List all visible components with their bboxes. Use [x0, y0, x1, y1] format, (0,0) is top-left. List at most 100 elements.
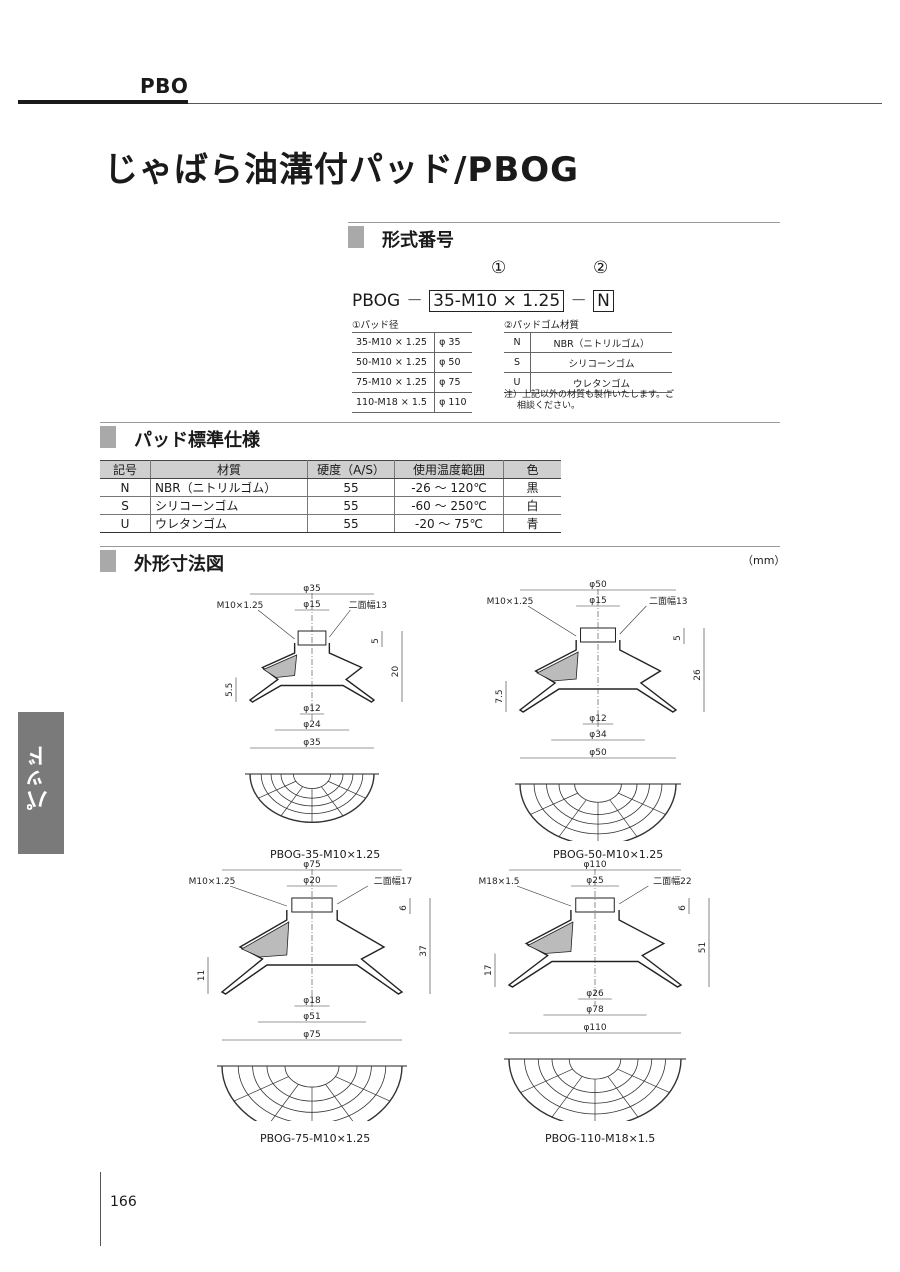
note-line: 相談ください。: [517, 401, 581, 411]
marker-2: ②: [593, 258, 609, 278]
dim-inner-diameter: φ12: [589, 714, 606, 724]
spec-table: 記号 材質 硬度（A/S） 使用温度範囲 色 N NBR（ニトリルゴム） 55 …: [100, 460, 561, 533]
drawing-caption: PBOG-35-M10×1.25: [270, 848, 381, 861]
pad-section-hatch: [240, 921, 290, 958]
dim-mid-diameter: φ51: [303, 1012, 320, 1022]
size-code: 110-M18 × 1.5: [352, 392, 436, 413]
model-dash: －: [570, 291, 588, 311]
cell-code: S: [100, 496, 151, 515]
material-value: ウレタンゴム: [530, 372, 672, 393]
material-value: シリコーンゴム: [530, 352, 672, 373]
thread-label: M18×1.5: [478, 877, 519, 887]
pad-section-hatch: [536, 651, 579, 682]
thread-label: M10×1.25: [189, 877, 236, 887]
section-rule: [100, 422, 780, 423]
pad-outline: [312, 643, 376, 703]
section-marker: [100, 550, 116, 572]
bottom-view-rib: [617, 1068, 670, 1093]
dim-mid-diameter: φ24: [303, 720, 321, 730]
dim-total-height: 37: [419, 945, 429, 956]
page-number: 166: [110, 1194, 137, 1210]
pad-outline: [595, 910, 683, 988]
hex-leader: [329, 609, 351, 638]
size-value: φ 110: [434, 392, 472, 413]
thread-label: M10×1.25: [217, 601, 264, 611]
bottom-view-rib: [327, 780, 366, 799]
model-dash: －: [406, 291, 424, 311]
series-label: PBO: [140, 74, 189, 98]
bottom-view-ring: [237, 1065, 387, 1121]
dim-mid-diameter: φ34: [589, 730, 607, 740]
hex-leader: [618, 885, 649, 905]
bottom-view-ring: [508, 1058, 682, 1121]
dim-bottom-diameter: φ35: [303, 738, 320, 748]
drawing-caption: PBOG-50-M10×1.25: [553, 848, 664, 861]
dim-hex-diameter: φ25: [586, 876, 603, 886]
bottom-view-ring: [221, 1065, 403, 1121]
bottom-view-ring: [519, 783, 677, 841]
section-marker: [100, 426, 116, 448]
dim-outer-diameter: φ110: [583, 860, 606, 870]
dim-mid-diameter: φ78: [586, 1005, 604, 1015]
dim-bottom-diameter: φ50: [589, 748, 607, 758]
section-marker: [348, 226, 364, 248]
size-code: 50-M10 × 1.25: [352, 352, 436, 373]
model-section-heading: 形式番号: [382, 230, 454, 251]
dim-top-height: 6: [678, 905, 688, 911]
hex-width-label: 二面幅13: [649, 595, 687, 607]
material-code: N: [504, 332, 531, 353]
cell-color: 黒: [503, 478, 561, 497]
cell-code: N: [100, 478, 151, 497]
unit-label: （mm）: [742, 554, 786, 567]
hex-leader: [619, 605, 647, 635]
model-code: PBOG－35-M10 × 1.25－N: [352, 286, 614, 312]
bottom-view-rib: [335, 1076, 391, 1102]
model-material-box: N: [593, 290, 614, 312]
col-header: 硬度（A/S）: [307, 460, 395, 479]
hex-width-label: 二面幅17: [374, 875, 412, 887]
hex-leader: [337, 885, 368, 905]
dim-section-heading: 外形寸法図: [134, 554, 224, 575]
bottom-view-rib: [551, 1076, 583, 1118]
dim-top-height: 5: [673, 635, 683, 641]
table-row: S シリコーンゴム 55 -60 ～ 250℃ 白: [100, 496, 561, 515]
material-value: NBR（ニトリルゴム）: [530, 332, 672, 353]
size-value: φ 50: [434, 352, 472, 373]
size-value: φ 35: [434, 332, 472, 353]
cell-color: 白: [503, 496, 561, 515]
pad-section-outline: [518, 640, 598, 713]
section-rule: [348, 222, 780, 223]
thread-leader: [527, 605, 577, 637]
page-title: じゃばら油溝付パッド/PBOG: [104, 150, 580, 190]
cell-material: ウレタンゴム: [150, 514, 308, 533]
thread-leader: [229, 885, 287, 907]
bottom-view-ring: [284, 1065, 340, 1088]
bottom-view-ring: [568, 1058, 622, 1080]
col-header: 材質: [150, 460, 308, 479]
table-row: U ウレタンゴム 55 -20 ～ 75℃ 青: [100, 514, 561, 533]
dim-outer-diameter: φ35: [303, 584, 320, 594]
pad-section-outline: [507, 910, 595, 988]
pad-section-hatch: [262, 654, 298, 678]
thread-label: M10×1.25: [487, 597, 534, 607]
bottom-view-rib: [321, 786, 344, 817]
material-table-label: ②パッドゴム材質: [504, 320, 580, 331]
size-value: φ 75: [434, 372, 472, 393]
material-code: U: [504, 372, 531, 393]
dim-hex-diameter: φ15: [303, 600, 320, 610]
dim-bellow-height: 7.5: [495, 689, 505, 703]
pad-section-hatch: [527, 921, 574, 954]
dim-total-height: 26: [693, 669, 703, 681]
col-header: 使用温度範囲: [394, 460, 504, 479]
